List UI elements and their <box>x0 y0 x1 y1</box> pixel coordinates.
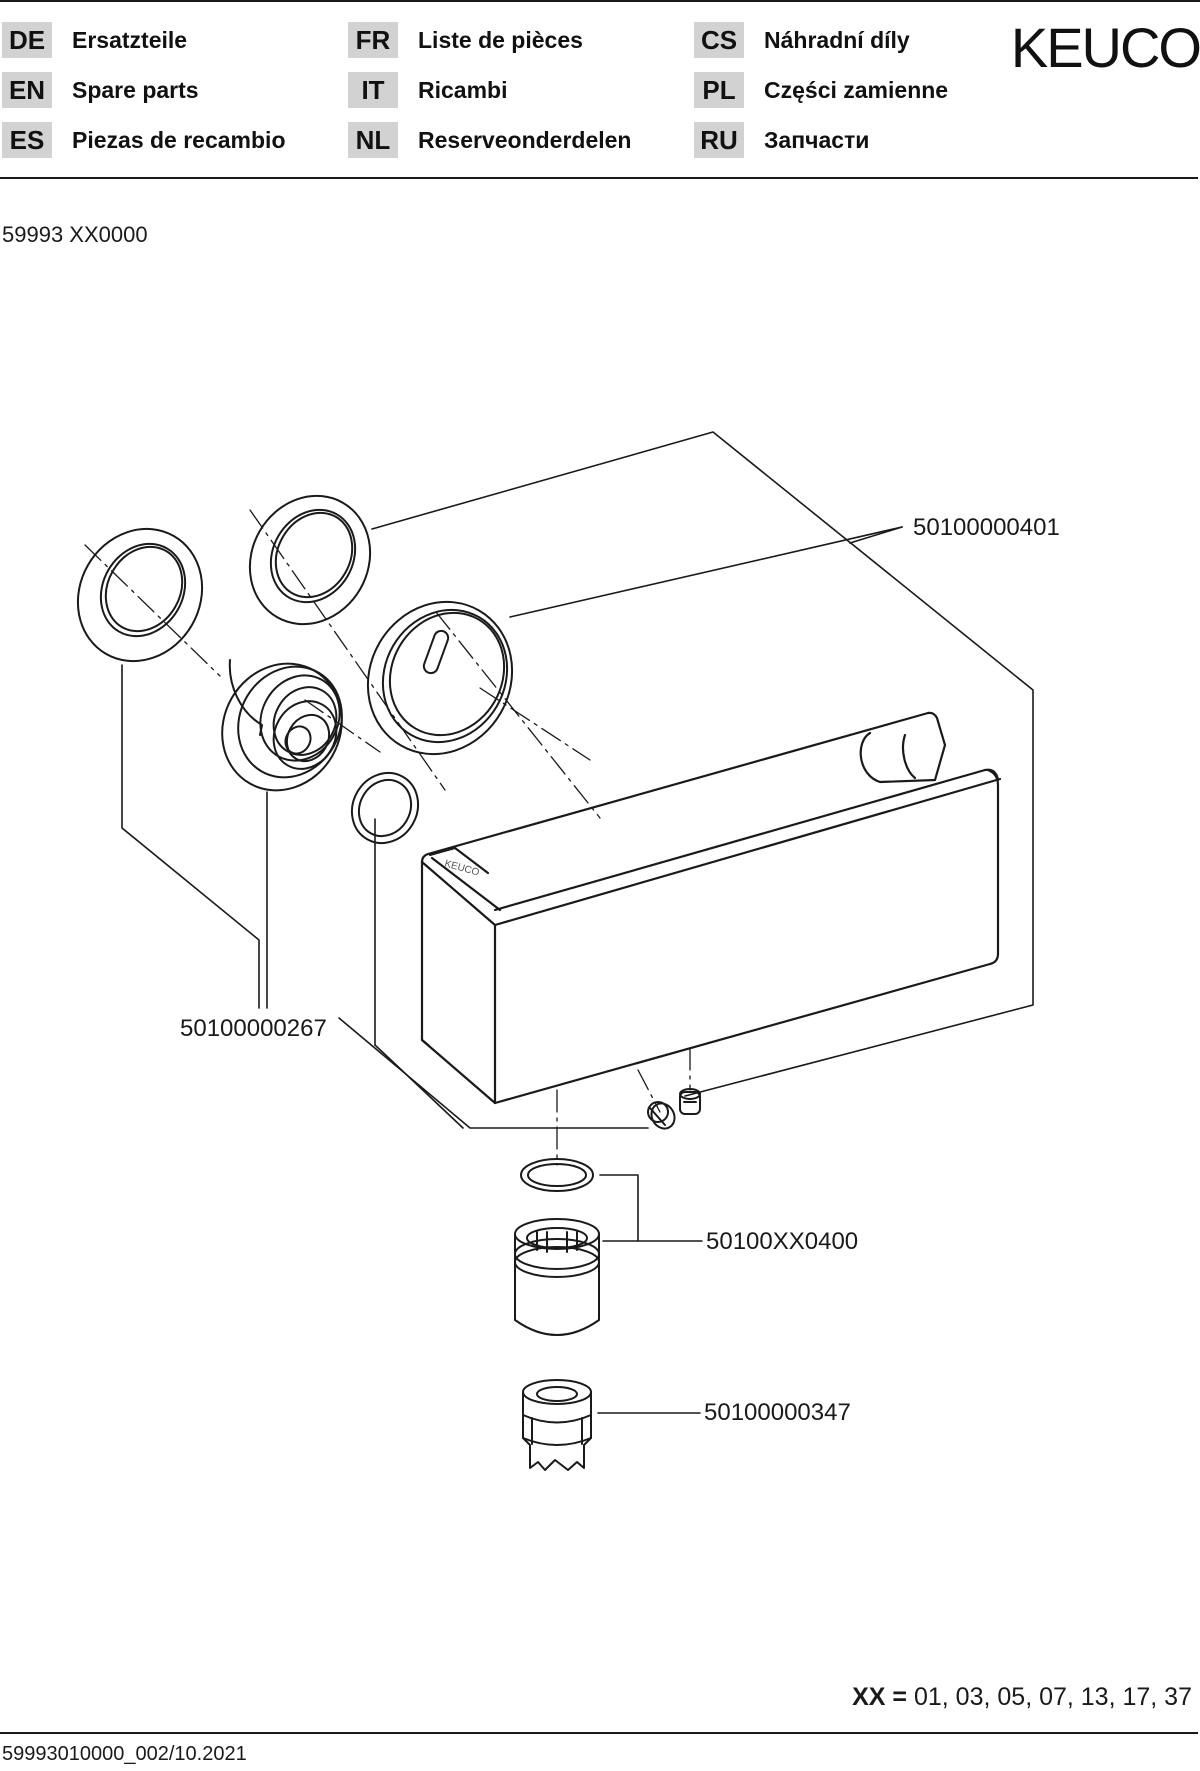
o-ring-large <box>520 1158 594 1192</box>
variant-key: XX = <box>852 1683 908 1711</box>
lang-row-es: ES Piezas de recambio <box>2 122 286 158</box>
variant-legend: XX = 01, 03, 05, 07, 13, 17, 37 <box>852 1683 1192 1712</box>
document-id: 59993010000_002/10.2021 <box>2 1743 247 1765</box>
lang-row-pl: PL Części zamienne <box>694 72 948 108</box>
lang-name: Reserveonderdelen <box>418 126 632 153</box>
lang-code: IT <box>348 72 398 108</box>
lang-name: Запчасти <box>764 126 870 153</box>
rosette-ring-left <box>76 527 204 663</box>
cartridge-sleeve <box>514 1218 600 1336</box>
lang-row-it: IT Ricambi <box>348 72 507 108</box>
header-bottom-rule <box>0 177 1198 179</box>
o-ring-small <box>350 771 420 845</box>
lang-code: FR <box>348 22 398 58</box>
lang-row-en: EN Spare parts <box>2 72 199 108</box>
part-label-50100xx0400: 50100XX0400 <box>706 1228 859 1255</box>
header-top-rule <box>0 0 1200 2</box>
lang-code: PL <box>694 72 744 108</box>
brand-logo: KEUCO <box>1010 16 1200 79</box>
rosette-ring-top <box>248 494 372 626</box>
cover-cap <box>366 600 514 756</box>
body-brand-marking: KEUCO <box>443 858 480 878</box>
lang-name: Ricambi <box>418 76 508 103</box>
lang-code: ES <box>2 122 52 158</box>
check-valve <box>522 1379 592 1471</box>
axis-lines <box>84 509 691 1166</box>
lang-row-nl: NL Reserveonderdelen <box>348 122 631 158</box>
grub-screw-right <box>679 1088 701 1115</box>
wall-connector <box>221 659 343 792</box>
grub-screw-left <box>647 1101 676 1130</box>
main-body <box>420 711 1002 1105</box>
lang-row-ru: RU Запчасти <box>694 122 869 158</box>
lang-row-fr: FR Liste de pièces <box>348 22 583 58</box>
footer-rule <box>0 1732 1198 1734</box>
lang-code: RU <box>694 122 744 158</box>
lang-code: NL <box>348 122 398 158</box>
leader-lines <box>121 431 1034 1414</box>
lang-name: Náhradní díly <box>764 26 910 53</box>
lang-code: DE <box>2 22 52 58</box>
variant-values: 01, 03, 05, 07, 13, 17, 37 <box>913 1683 1192 1711</box>
lang-code: EN <box>2 72 52 108</box>
part-label-50100000267: 50100000267 <box>180 1015 327 1042</box>
lang-row-cs: CS Náhradní díly <box>694 22 910 58</box>
part-label-50100000401: 50100000401 <box>913 514 1060 541</box>
lang-name: Liste de pièces <box>418 26 583 53</box>
product-code: 59993 XX0000 <box>2 222 148 247</box>
lang-name: Ersatzteile <box>72 26 188 53</box>
lang-name: Części zamienne <box>764 76 949 103</box>
lang-code: CS <box>694 22 744 58</box>
lang-row-de: DE Ersatzteile <box>2 22 187 58</box>
lang-name: Piezas de recambio <box>72 126 286 153</box>
lang-name: Spare parts <box>72 76 199 103</box>
part-label-50100000347: 50100000347 <box>704 1399 851 1426</box>
